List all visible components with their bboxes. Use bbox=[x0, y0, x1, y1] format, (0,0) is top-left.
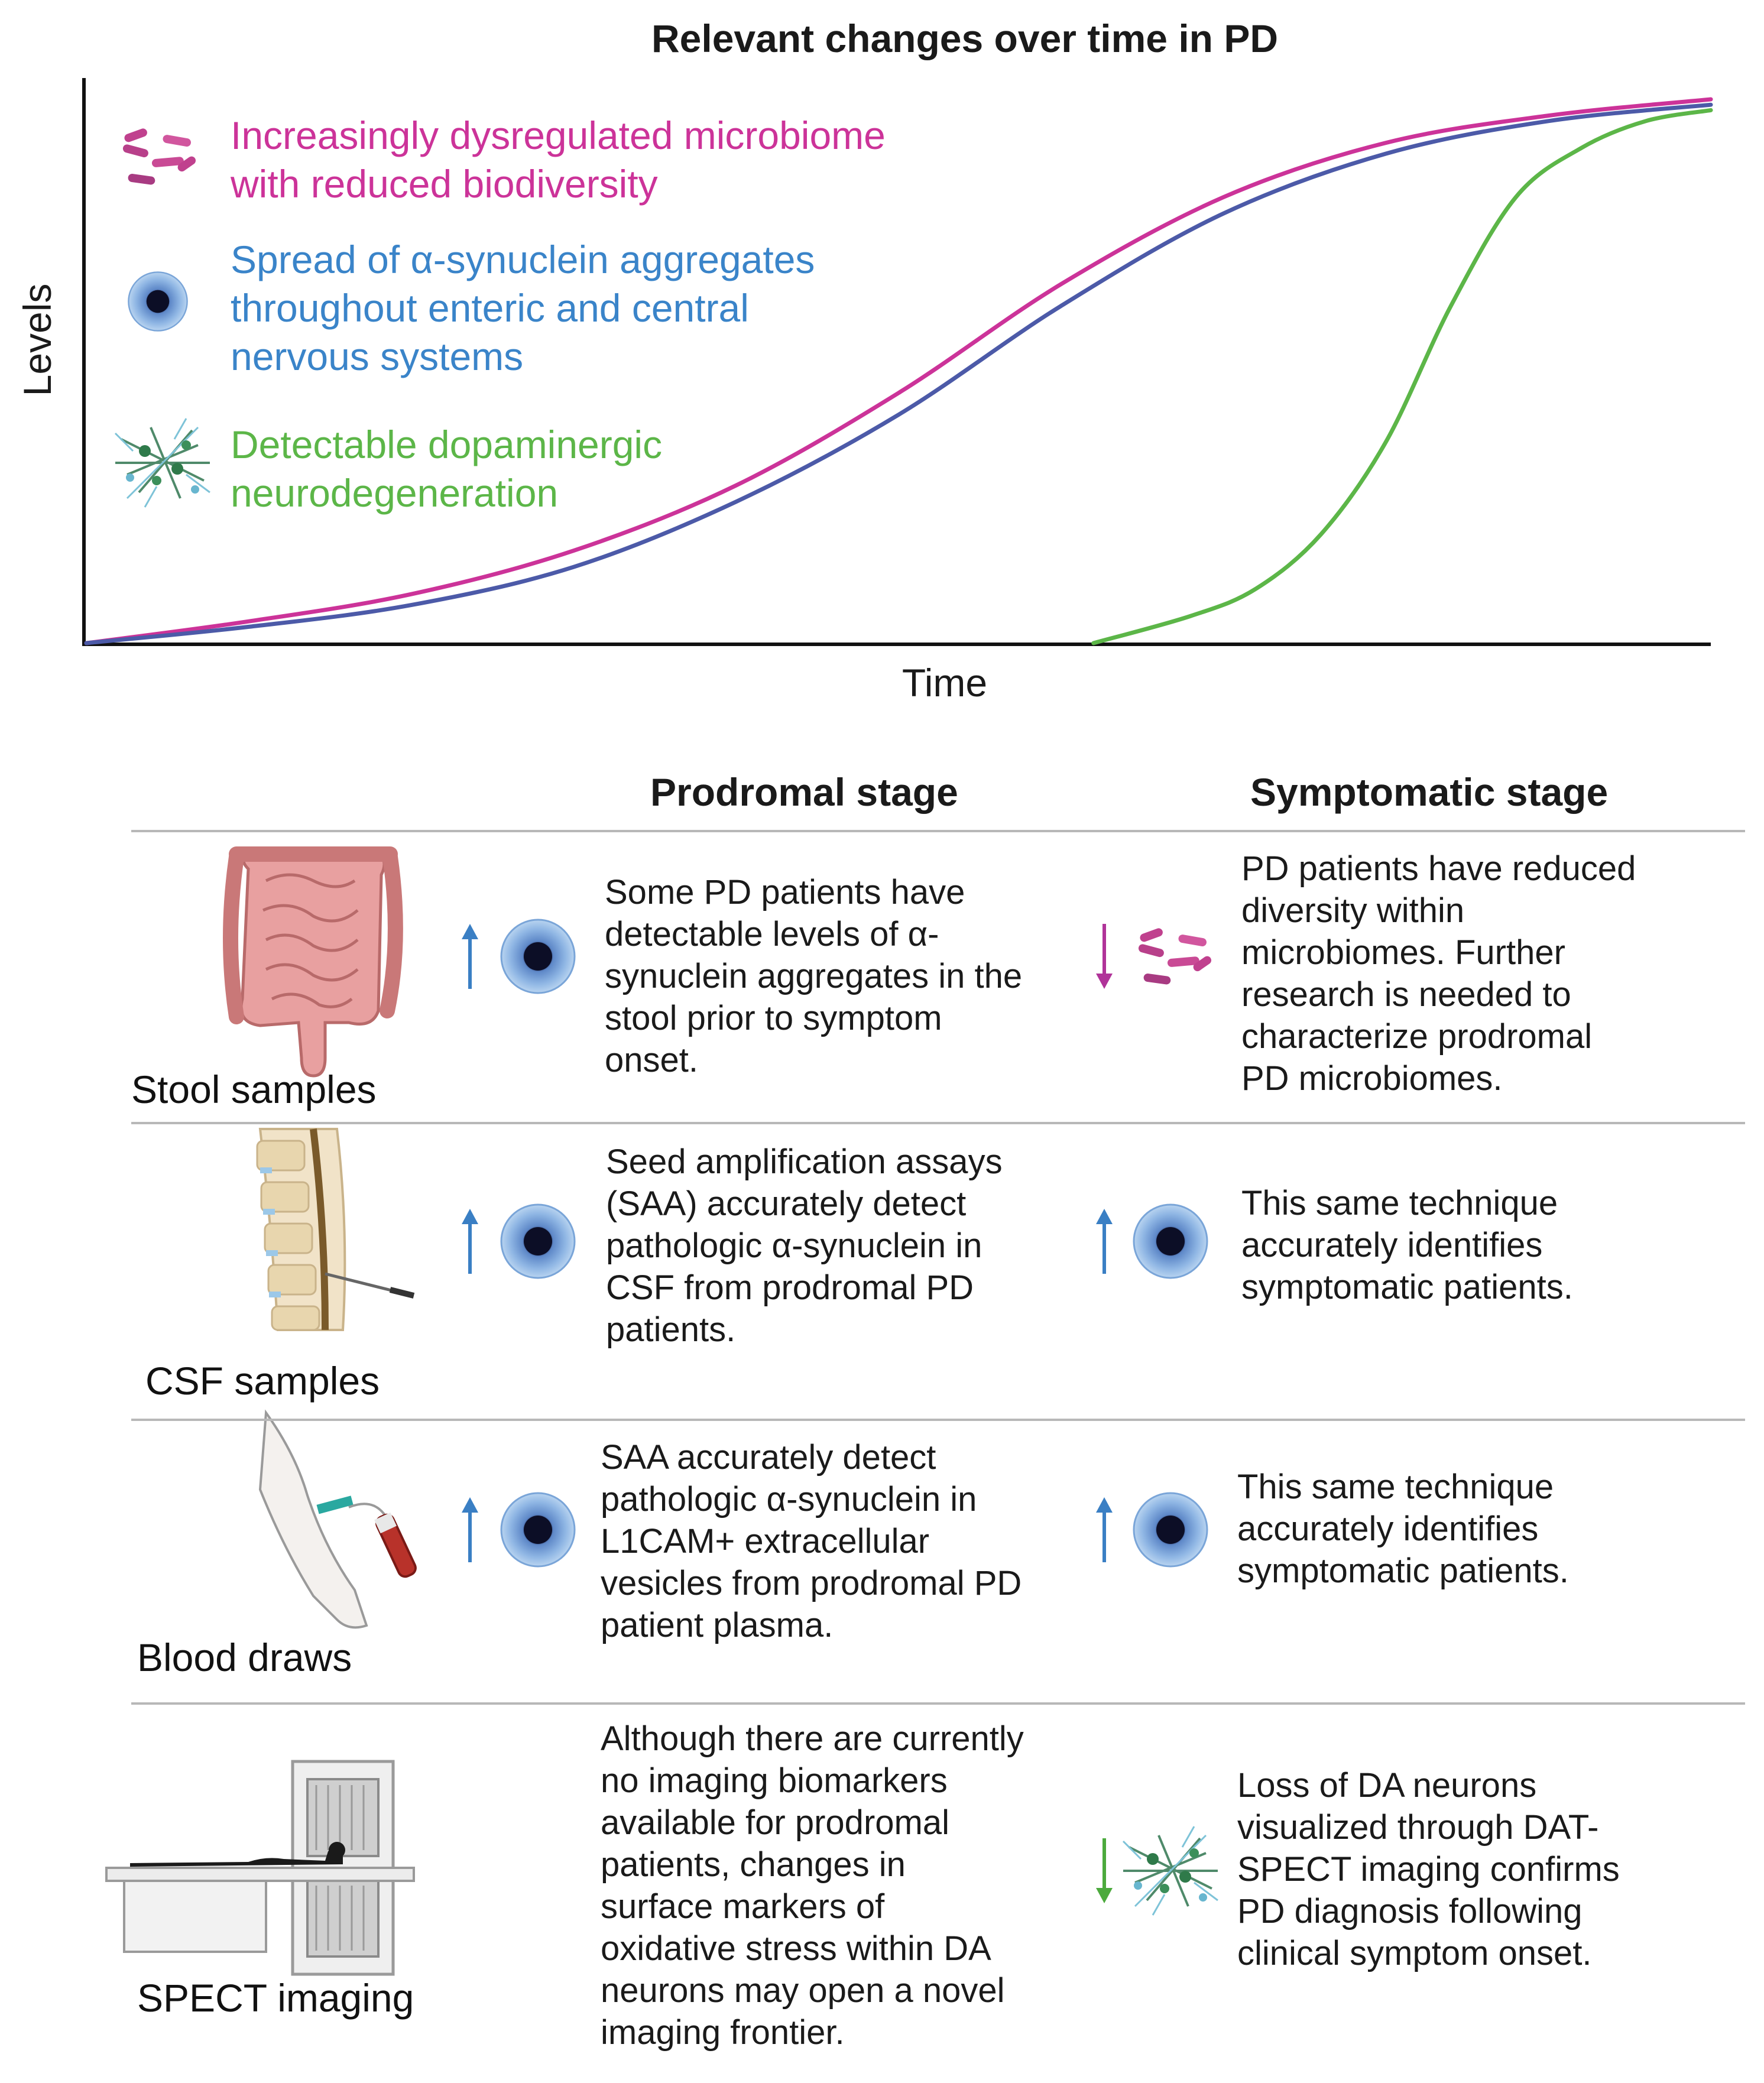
prodromal-description-blood: SAA accurately detect pathologic α-synuc… bbox=[601, 1438, 1022, 1644]
prodromal-arrow-up-icon bbox=[462, 1209, 478, 1274]
bacteria-icon bbox=[1137, 927, 1213, 985]
prodromal-description-spect: Although there are currently no imaging … bbox=[601, 1719, 1024, 2052]
series-line-synuclein bbox=[84, 102, 1713, 645]
symptomatic-arrow-up-icon bbox=[1096, 1209, 1113, 1274]
legend-item-neurodegeneration: Detectable dopaminergic neurodegeneratio… bbox=[114, 417, 673, 515]
neurons-icon bbox=[114, 417, 211, 508]
row-label-csf: CSF samples bbox=[145, 1359, 380, 1403]
symptomatic-description-blood: This same technique accurately identifie… bbox=[1237, 1468, 1569, 1590]
series-line-microbiome bbox=[84, 97, 1713, 645]
divider bbox=[131, 1419, 1745, 1421]
synuclein-aggregate-icon bbox=[500, 1492, 576, 1568]
symptomatic-arrow-down-icon bbox=[1096, 1838, 1113, 1903]
legend-label-microbiome: Increasingly dysregulated microbiome wit… bbox=[230, 113, 896, 206]
symptomatic-arrow-down-icon bbox=[1096, 924, 1113, 989]
x-axis-label: Time bbox=[902, 661, 987, 705]
legend-item-microbiome: Increasingly dysregulated microbiome wit… bbox=[122, 113, 896, 206]
axes bbox=[82, 78, 1711, 646]
column-header-prodromal: Prodromal stage bbox=[650, 770, 958, 814]
legend-label-neurodegeneration: Detectable dopaminergic neurodegeneratio… bbox=[231, 423, 673, 515]
symptomatic-arrow-up-icon bbox=[1096, 1497, 1113, 1562]
legend-item-synuclein: Spread of α-synuclein aggregates through… bbox=[128, 238, 826, 378]
synuclein-aggregate-icon bbox=[500, 919, 576, 994]
table-arrows bbox=[462, 919, 1219, 1916]
divider bbox=[131, 1122, 1745, 1124]
chart-title: Relevant changes over time in PD bbox=[651, 17, 1278, 60]
row-label-stool: Stool samples bbox=[131, 1068, 377, 1111]
intestine-icon bbox=[223, 846, 403, 1078]
row-label-spect: SPECT imaging bbox=[137, 1976, 414, 2020]
legend-label-synuclein: Spread of α-synuclein aggregates through… bbox=[231, 238, 826, 378]
series-line-neurodegeneration bbox=[1091, 108, 1713, 645]
synuclein-aggregate-icon bbox=[1133, 1203, 1208, 1279]
symptomatic-description-stool: PD patients have reduced diversity withi… bbox=[1241, 849, 1636, 1098]
column-header-symptomatic: Symptomatic stage bbox=[1250, 770, 1609, 814]
neurons-icon bbox=[1122, 1825, 1219, 1916]
symptomatic-description-spect: Loss of DA neurons visualized through DA… bbox=[1237, 1766, 1620, 1972]
prodromal-arrow-up-icon bbox=[462, 924, 478, 989]
prodromal-description-stool: Some PD patients have detectable levels … bbox=[605, 873, 1023, 1079]
bacteria-icon bbox=[122, 127, 197, 186]
blood-draw-icon bbox=[258, 1409, 417, 1629]
synuclein-aggregate-icon bbox=[500, 1203, 576, 1279]
prodromal-description-csf: Seed amplification assays (SAA) accurate… bbox=[606, 1143, 1003, 1349]
spect-scanner-icon bbox=[105, 1760, 415, 1976]
synuclein-aggregate-icon bbox=[128, 271, 188, 332]
synuclein-aggregate-icon bbox=[1133, 1492, 1208, 1568]
divider bbox=[131, 1702, 1745, 1705]
prodromal-arrow-up-icon bbox=[462, 1497, 478, 1562]
series-layer bbox=[84, 97, 1713, 645]
y-axis-label: Levels bbox=[15, 284, 59, 397]
spine-puncture-icon bbox=[256, 1128, 415, 1331]
row-label-blood: Blood draws bbox=[137, 1636, 352, 1679]
symptomatic-description-csf: This same technique accurately identifie… bbox=[1241, 1184, 1573, 1306]
divider bbox=[131, 830, 1745, 832]
